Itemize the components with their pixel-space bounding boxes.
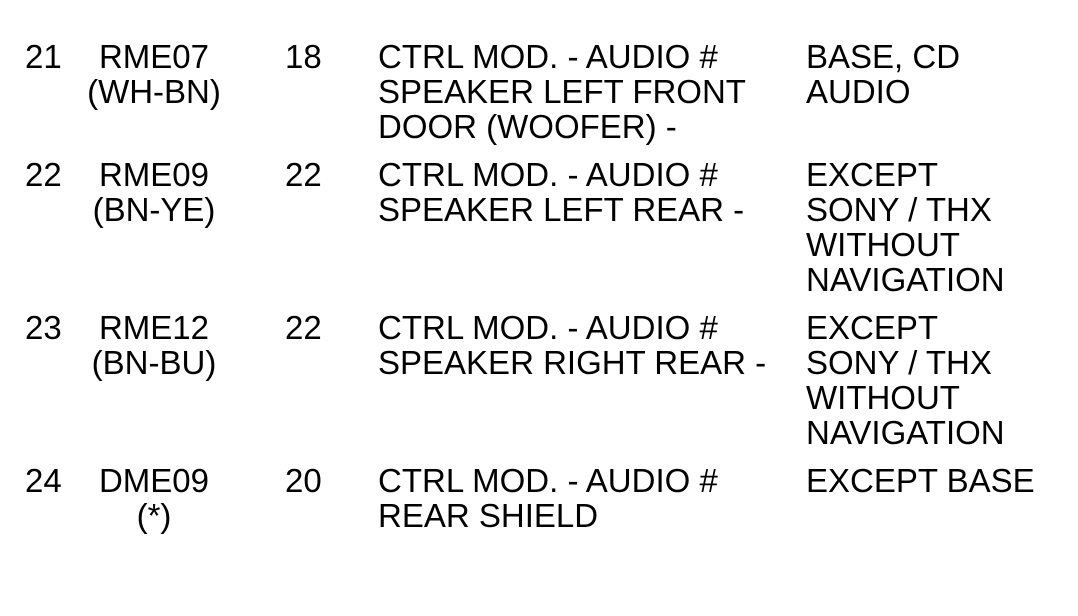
text-line: WITHOUT [806, 226, 960, 263]
circuit-code-cell: RME09 (BN-YE) [85, 157, 223, 297]
text-line: SPEAKER RIGHT REAR - [378, 344, 767, 381]
wire-color: (BN-YE) [92, 191, 216, 228]
wire-gauge: 18 [285, 38, 322, 75]
pin-number: 24 [25, 462, 62, 499]
table-row: 21 RME07 (WH-BN) 18 CTRL MOD. - AUDIO # … [0, 39, 1078, 144]
text-line: SPEAKER LEFT FRONT [378, 73, 746, 110]
pin-number: 22 [25, 156, 62, 193]
table-row: 23 RME12 (BN-BU) 22 CTRL MOD. - AUDIO # … [0, 310, 1078, 450]
text-line: SPEAKER LEFT REAR - [378, 191, 745, 228]
circuit-code-cell: DME09 (*) [85, 463, 223, 533]
text-line: CTRL MOD. - AUDIO # [378, 309, 718, 346]
circuit-code: RME12 [98, 309, 210, 346]
text-line: NAVIGATION [806, 414, 1005, 451]
text-line: SONY / THX [806, 191, 992, 228]
application-cell: EXCEPT BASE [806, 463, 1078, 533]
text-line: AUDIO [806, 73, 911, 110]
application-cell: EXCEPT SONY / THX WITHOUT NAVIGATION [806, 157, 1078, 297]
text-line: EXCEPT BASE [806, 462, 1035, 499]
wire-color: (BN-BU) [91, 344, 217, 381]
wire-gauge: 22 [285, 309, 322, 346]
pin-number: 21 [25, 38, 62, 75]
circuit-code-cell: RME12 (BN-BU) [85, 310, 223, 450]
text-line: SONY / THX [806, 344, 992, 381]
text-line: CTRL MOD. - AUDIO # [378, 462, 718, 499]
application-cell: BASE, CD AUDIO [806, 39, 1078, 144]
text-line: WITHOUT [806, 379, 960, 416]
pin-number: 23 [25, 309, 62, 346]
table-row: 22 RME09 (BN-YE) 22 CTRL MOD. - AUDIO # … [0, 157, 1078, 297]
circuit-description-cell: CTRL MOD. - AUDIO # SPEAKER LEFT FRONT D… [378, 39, 806, 144]
text-line: EXCEPT [806, 156, 939, 193]
text-line: CTRL MOD. - AUDIO # [378, 38, 718, 75]
circuit-code: RME09 [98, 156, 210, 193]
application-cell: EXCEPT SONY / THX WITHOUT NAVIGATION [806, 310, 1078, 450]
circuit-code-cell: RME07 (WH-BN) [85, 39, 223, 144]
text-line: EXCEPT [806, 309, 939, 346]
circuit-code: DME09 [98, 462, 210, 499]
wire-gauge: 22 [285, 156, 322, 193]
wire-color: (*) [136, 497, 172, 534]
text-line: BASE, CD [806, 38, 961, 75]
circuit-description-cell: CTRL MOD. - AUDIO # REAR SHIELD [378, 463, 806, 533]
circuit-code: RME07 [98, 38, 210, 75]
wire-color: (WH-BN) [87, 73, 221, 110]
wire-gauge: 20 [285, 462, 322, 499]
circuit-description-cell: CTRL MOD. - AUDIO # SPEAKER RIGHT REAR - [378, 310, 806, 450]
text-line: CTRL MOD. - AUDIO # [378, 156, 718, 193]
text-line: NAVIGATION [806, 261, 1005, 298]
text-line: REAR SHIELD [378, 497, 599, 534]
text-line: DOOR (WOOFER) - [378, 108, 677, 145]
circuit-description-cell: CTRL MOD. - AUDIO # SPEAKER LEFT REAR - [378, 157, 806, 297]
table-row: 24 DME09 (*) 20 CTRL MOD. - AUDIO # REAR… [0, 463, 1078, 533]
